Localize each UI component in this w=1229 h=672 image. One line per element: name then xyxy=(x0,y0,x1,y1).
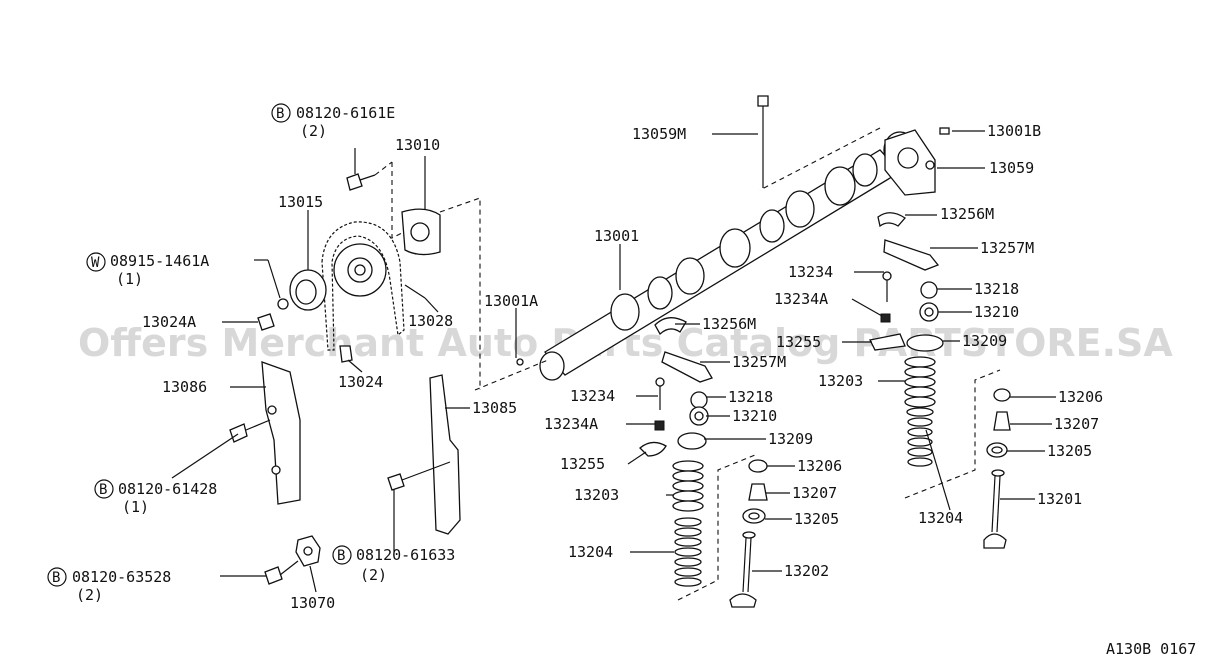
svg-text:W: W xyxy=(91,255,100,271)
badge-b-2: B xyxy=(94,479,114,499)
svg-text:B: B xyxy=(337,548,345,564)
label-13070: 13070 xyxy=(290,594,335,612)
label-13209-right: 13209 xyxy=(962,332,1007,350)
intake-valve xyxy=(983,469,1007,549)
label-13234-left: 13234 xyxy=(570,387,615,405)
qty-08120-63528: (2) xyxy=(76,586,103,604)
label-13257M-left: 13257M xyxy=(732,353,786,371)
timing-chain xyxy=(321,221,405,351)
valve-spring-left xyxy=(672,460,704,587)
chain-guide-right xyxy=(429,374,461,535)
label-13205-right: 13205 xyxy=(1047,442,1092,460)
label-13210-right: 13210 xyxy=(974,303,1019,321)
qty-08120-61428: (1) xyxy=(122,498,149,516)
label-08120-63528: 08120-63528 xyxy=(72,568,171,586)
label-13209-left: 13209 xyxy=(768,430,813,448)
label-13234-right: 13234 xyxy=(788,263,833,281)
label-13086: 13086 xyxy=(162,378,207,396)
badge-b-1: B xyxy=(271,103,291,123)
label-13256M-right: 13256M xyxy=(940,205,994,223)
label-13203-right: 13203 xyxy=(818,372,863,390)
label-13059M: 13059M xyxy=(632,125,686,143)
label-08120-61633: 08120-61633 xyxy=(356,546,455,564)
label-13024A: 13024A xyxy=(142,313,196,331)
qty-08915-1461A: (1) xyxy=(116,270,143,288)
label-08120-61428: 08120-61428 xyxy=(118,480,217,498)
valve-spring-right xyxy=(904,356,936,467)
chain-tensioner xyxy=(295,535,321,567)
badge-b-4: B xyxy=(47,567,67,587)
label-13202: 13202 xyxy=(784,562,829,580)
label-13001: 13001 xyxy=(594,227,639,245)
label-13010: 13010 xyxy=(395,136,440,154)
exhaust-valve xyxy=(729,531,757,608)
label-13256M-left: 13256M xyxy=(702,315,756,333)
diagram-code: A130B 0167 xyxy=(1106,640,1196,658)
long-bolt xyxy=(757,95,769,188)
label-13206-right: 13206 xyxy=(1058,388,1103,406)
qty-08120-6161E: (2) xyxy=(300,122,327,140)
label-13206-left: 13206 xyxy=(797,457,842,475)
camshaft xyxy=(516,131,917,381)
label-13024: 13024 xyxy=(338,373,383,391)
svg-text:B: B xyxy=(276,106,284,122)
label-13015: 13015 xyxy=(278,193,323,211)
label-13218-left: 13218 xyxy=(728,388,773,406)
svg-text:B: B xyxy=(99,482,107,498)
label-13028: 13028 xyxy=(408,312,453,330)
badge-b-3: B xyxy=(332,545,352,565)
label-13059: 13059 xyxy=(989,159,1034,177)
label-13204-right: 13204 xyxy=(918,509,963,527)
label-13001A: 13001A xyxy=(484,292,538,310)
label-13255-left: 13255 xyxy=(560,455,605,473)
label-13204-left: 13204 xyxy=(568,543,613,561)
label-13001B: 13001B xyxy=(987,122,1041,140)
label-13255-right: 13255 xyxy=(776,333,821,351)
rear-plate xyxy=(884,129,936,196)
label-13207-left: 13207 xyxy=(792,484,837,502)
svg-text:B: B xyxy=(52,570,60,586)
label-08915-1461A: 08915-1461A xyxy=(110,252,209,270)
label-13201: 13201 xyxy=(1037,490,1082,508)
badge-w: W xyxy=(86,252,106,272)
qty-08120-61633: (2) xyxy=(360,566,387,584)
label-13234A-right: 13234A xyxy=(774,290,828,308)
label-08120-6161E: 08120-6161E xyxy=(296,104,395,122)
label-13234A-left: 13234A xyxy=(544,415,598,433)
label-13205-left: 13205 xyxy=(794,510,839,528)
label-13207-right: 13207 xyxy=(1054,415,1099,433)
label-13203-left: 13203 xyxy=(574,486,619,504)
label-13085: 13085 xyxy=(472,399,517,417)
chain-guide-left xyxy=(261,361,301,505)
label-13257M-right: 13257M xyxy=(980,239,1034,257)
label-13218-right: 13218 xyxy=(974,280,1019,298)
label-13210-left: 13210 xyxy=(732,407,777,425)
